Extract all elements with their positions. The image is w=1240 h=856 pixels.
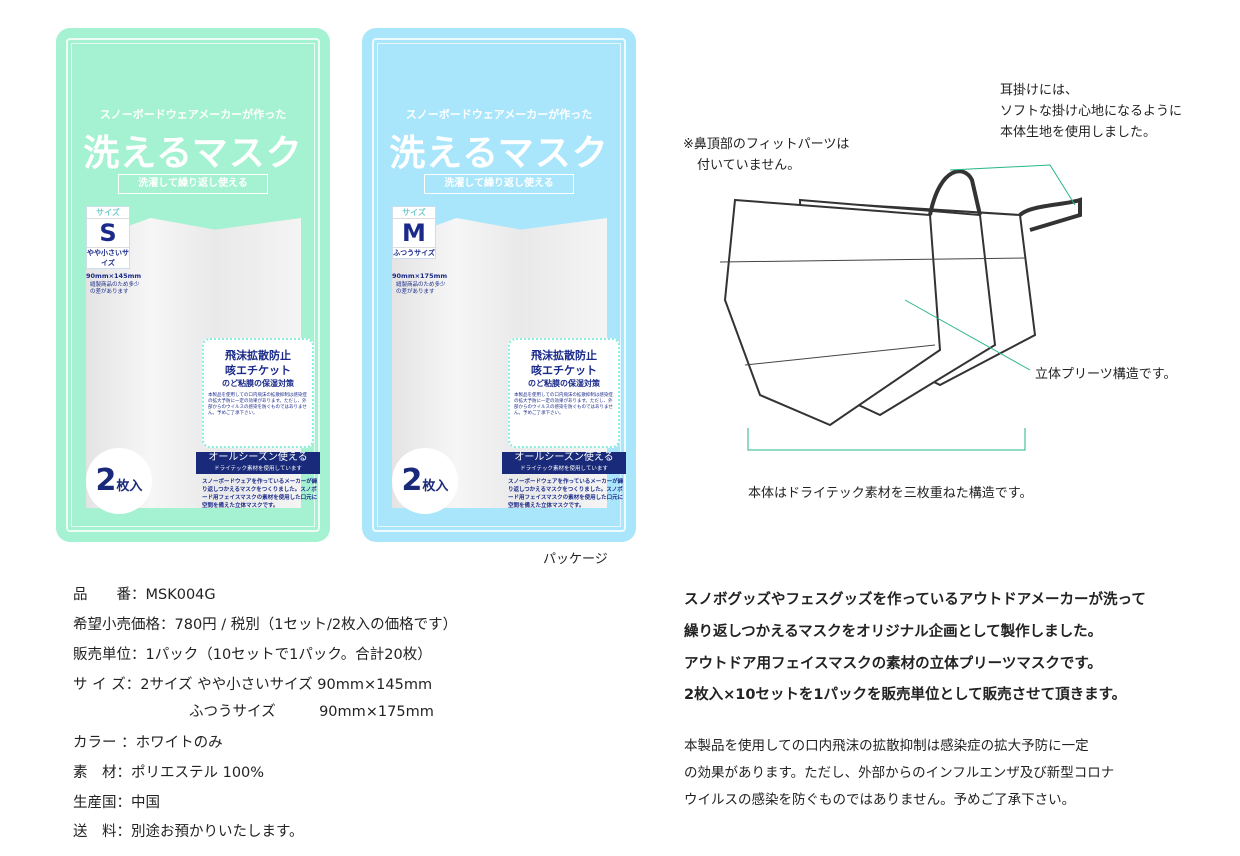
pleat-line [719, 257, 1026, 263]
disclaimer-line: の効果があります。ただし、外部からのインフルエンザ及び新型コロナ [684, 765, 1115, 781]
info-text: 本製品を使用しての口内飛沫の拡散抑制は感染症の拡大予防に一定の効果があります。た… [514, 393, 613, 416]
spec-shipping: 送 料：別途お預かりいたします。 [73, 824, 304, 840]
dimensions: 90mm×175mm [392, 272, 448, 280]
frame [377, 43, 621, 527]
pleat-note: 立体プリーツ構造です。 [1035, 367, 1177, 382]
package-ribbon: 洗濯して繰り返し使える [424, 174, 574, 194]
spec-sales-unit: 販売単位：1パック（10セットで1パック。合計20枚） [73, 647, 432, 663]
size-label: サイズ [402, 208, 426, 217]
size-letter: M [393, 218, 435, 248]
size-desc: ふつうサイズ [393, 249, 435, 257]
package-ribbon: 洗濯して繰り返し使える [118, 174, 268, 194]
season-text: オールシーズン使える [208, 452, 308, 463]
info-text: 本製品を使用しての口内飛沫の拡散抑制は感染症の拡大予防に一定の効果があります。た… [208, 393, 307, 416]
package-title: 洗えるマスク [83, 133, 303, 174]
nose-note: ※鼻頂部のフィットパーツは付いていません。 [683, 134, 849, 176]
info-box: 飛沫拡散防止 咳エチケット のど粘膜の保湿対策 本製品を使用しての口内飛沫の拡散… [508, 338, 620, 448]
season-text: オールシーズン使える [514, 452, 614, 463]
season-sub: ドライテック素材を使用しています [214, 466, 302, 472]
spec-origin: 生産国：中国 [73, 795, 160, 811]
count-unit: 枚入 [116, 479, 143, 494]
info-subheading: のど粘膜の保湿対策 [528, 379, 600, 388]
info-heading: 咳エチケット [225, 364, 291, 377]
ear-note-line: 本体生地を使用しました。 [1000, 125, 1157, 140]
season-banner: オールシーズン使える ドライテック素材を使用しています [196, 452, 320, 474]
note: 縫製商品のため多少の差があります [90, 282, 140, 295]
spec-product-number: 品 番：MSK004G [73, 587, 216, 603]
size-desc: やや小さいサイズ [87, 249, 129, 267]
ear-note-line: ソフトな掛け心地になるように [1000, 104, 1183, 119]
info-box: 飛沫拡散防止 咳エチケット のど粘膜の保湿対策 本製品を使用しての口内飛沫の拡散… [202, 338, 314, 448]
season-banner: オールシーズン使える ドライテック素材を使用しています [502, 452, 626, 474]
count-badge: 2枚入 [86, 448, 152, 514]
package-subtitle: スノーボードウェアメーカーが作った [99, 108, 287, 121]
lead-line: 繰り返しつかえるマスクをオリジナル企画として製作しました。 [684, 624, 1103, 640]
frame [372, 38, 626, 532]
nose-note-line: 付いていません。 [697, 158, 801, 173]
spec-color: カラー ：ホワイトのみ [73, 735, 223, 751]
count-unit: 枚入 [422, 479, 449, 494]
package-description: スノーボードウェアを作っているメーカーが繰り返しつかえるマスクをつくりました。ス… [508, 479, 624, 509]
size-letter: S [87, 218, 129, 248]
season-sub: ドライテック素材を使用しています [520, 466, 608, 472]
package-title: 洗えるマスク [389, 133, 609, 174]
pleat-leader-line [904, 299, 1031, 371]
nose-note-line: ※鼻頂部のフィットパーツは [683, 137, 850, 152]
ear-note: 耳掛けには、ソフトな掛け心地になるように本体生地を使用しました。 [1000, 80, 1182, 143]
size-box: サイズ S やや小さいサイズ [86, 206, 130, 269]
frame [66, 38, 320, 532]
lead-line: 2枚入×10セットを1パックを販売単位として販売させて頂きます。 [684, 687, 1127, 703]
lead-line: スノボグッズやフェスグッズを作っているアウトドアメーカーが洗って [684, 592, 1146, 608]
lead-line: アウトドア用フェイスマスクの素材の立体プリーツマスクです。 [684, 656, 1102, 672]
count-badge: 2枚入 [392, 448, 458, 514]
spec-size-2: ふつうサイズ 90mm×175mm [73, 704, 434, 720]
spec-size: サ イ ズ：2サイズ やや小さいサイズ 90mm×145mm [73, 677, 433, 693]
pleat-line [744, 344, 936, 366]
size-box: サイズ M ふつうサイズ [392, 206, 436, 259]
ear-loop [928, 169, 1082, 232]
disclaimer-line: 本製品を使用しての口内飛沫の拡散抑制は感染症の拡大予防に一定 [684, 738, 1089, 754]
info-heading: 咳エチケット [531, 364, 597, 377]
frame [71, 43, 315, 527]
mask-diagram [719, 164, 1082, 451]
note: 縫製商品のため多少の差があります [396, 282, 446, 295]
size-label: サイズ [96, 208, 120, 217]
info-subheading: のど粘膜の保湿対策 [222, 379, 294, 388]
spec-material: 素 材：ポリエステル 100% [73, 765, 265, 781]
layer-note: 本体はドライテック素材を三枚重ねた構造です。 [748, 486, 1033, 501]
disclaimer-line: ウイルスの感染を防ぐものではありません。予めご了承下さい。 [684, 792, 1076, 808]
count: 2 [95, 463, 117, 498]
package-subtitle: スノーボードウェアメーカーが作った [405, 108, 593, 121]
count: 2 [401, 463, 423, 498]
info-heading: 飛沫拡散防止 [531, 349, 597, 362]
layer-bracket [747, 428, 1026, 451]
dimensions: 90mm×145mm [86, 272, 142, 280]
ear-leader-line [949, 164, 1076, 206]
package-caption: パッケージ [543, 552, 608, 567]
info-heading: 飛沫拡散防止 [225, 349, 291, 362]
package-description: スノーボードウェアを作っているメーカーが繰り返しつかえるマスクをつくりました。ス… [202, 479, 318, 509]
ear-note-line: 耳掛けには、 [1000, 83, 1079, 98]
package-size-m: スノーボードウェアメーカーが作った 洗えるマスク 洗濯して繰り返し使える サイズ… [362, 28, 636, 542]
spec-price: 希望小売価格：780円 / 税別（1セット/2枚入の価格です） [73, 617, 458, 633]
package-size-s: スノーボードウェアメーカーが作った 洗えるマスク 洗濯して繰り返し使える サイズ… [56, 28, 330, 542]
